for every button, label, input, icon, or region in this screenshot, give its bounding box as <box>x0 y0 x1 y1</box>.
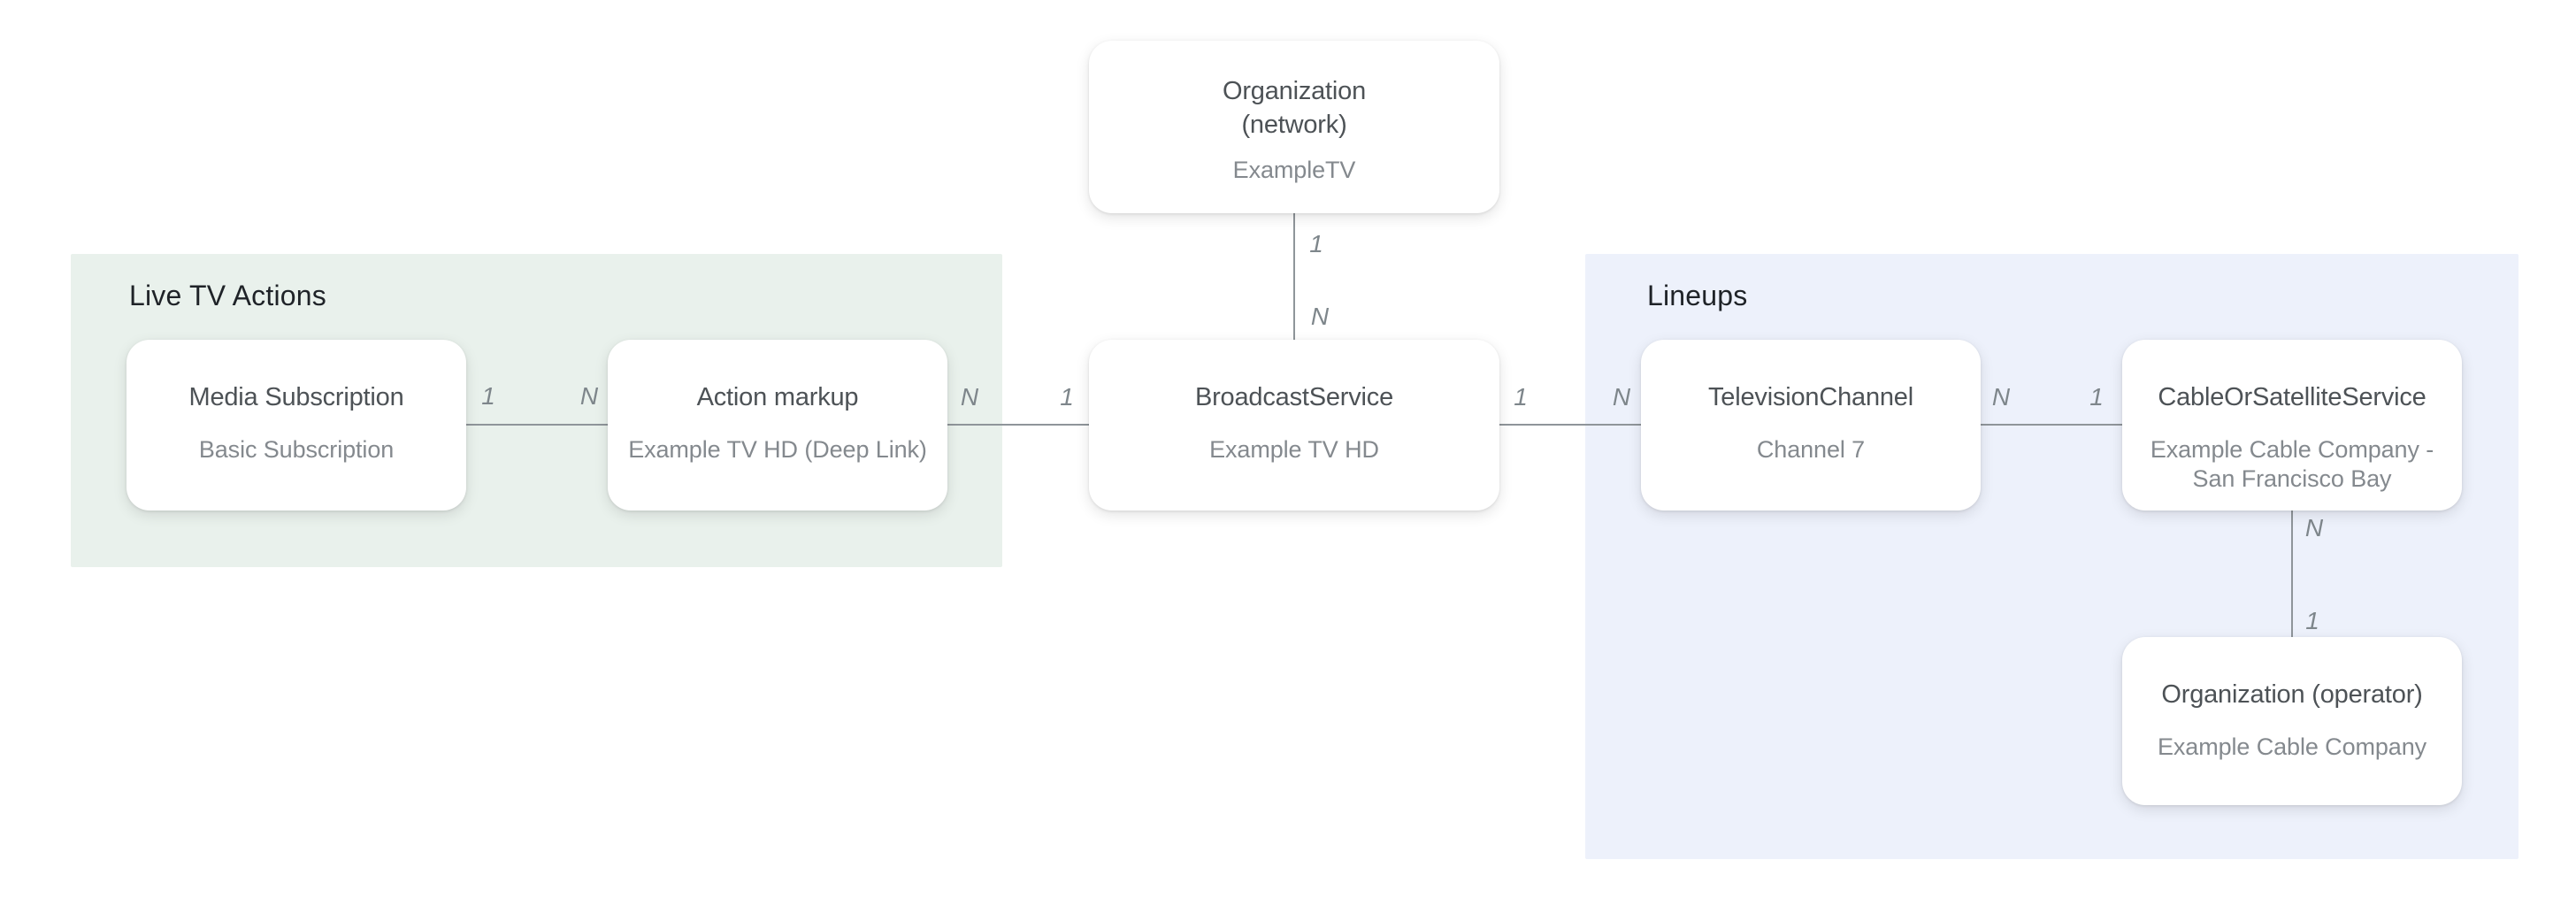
node-television-channel: TelevisionChannel Channel 7 <box>1641 340 1981 511</box>
cardinality-media-to-action-far: N <box>579 382 599 410</box>
cardinality-cable-to-operator-bottom: 1 <box>2305 607 2319 634</box>
node-title: BroadcastService <box>1194 383 1394 411</box>
edge-cable-to-operator <box>2291 511 2293 637</box>
node-subtitle: Example TV HD <box>1209 436 1379 463</box>
node-subtitle: Basic Subscription <box>198 436 395 463</box>
node-title: Media Subscription <box>188 383 404 411</box>
edge-action-to-broadcast <box>947 424 1089 426</box>
node-organization-operator: Organization (operator) Example Cable Co… <box>2122 637 2462 805</box>
cardinality-network-to-broadcast-top: 1 <box>1309 230 1323 257</box>
cardinality-tv-to-cable-far: 1 <box>2089 383 2104 411</box>
node-organization-network: Organization (network) ExampleTV <box>1089 41 1499 213</box>
node-title: Organization (network) <box>1222 77 1367 139</box>
node-subtitle: Example TV HD (Deep Link) <box>628 436 927 463</box>
node-title: TelevisionChannel <box>1708 383 1913 411</box>
edge-network-to-broadcast <box>1293 213 1295 340</box>
cardinality-media-to-action-near: 1 <box>481 382 495 410</box>
cardinality-network-to-broadcast-bottom: N <box>1310 303 1330 330</box>
cardinality-cable-to-operator-top: N <box>2304 514 2324 541</box>
node-action-markup: Action markup Example TV HD (Deep Link) <box>608 340 947 511</box>
node-subtitle: Example Cable Company - San Francisco Ba… <box>2150 436 2434 492</box>
edge-media-to-action <box>466 424 608 426</box>
node-subtitle: Example Cable Company <box>2157 733 2427 760</box>
node-broadcast-service: BroadcastService Example TV HD <box>1089 340 1499 511</box>
edge-broadcast-to-television <box>1499 424 1641 426</box>
cardinality-broadcast-to-tv-far: N <box>1612 383 1631 411</box>
edge-television-to-cable <box>1981 424 2122 426</box>
region-title-lineups: Lineups <box>1647 280 1748 311</box>
node-title: CableOrSatelliteService <box>2158 383 2426 411</box>
node-title: Action markup <box>696 383 859 411</box>
node-media-subscription: Media Subscription Basic Subscription <box>126 340 466 511</box>
region-title-live-tv-actions: Live TV Actions <box>129 280 326 311</box>
node-subtitle: ExampleTV <box>1232 157 1356 183</box>
cardinality-action-to-broadcast-near: N <box>960 383 979 411</box>
cardinality-broadcast-to-tv-near: 1 <box>1514 383 1528 411</box>
node-cable-or-satellite-service: CableOrSatelliteService Example Cable Co… <box>2122 340 2462 511</box>
node-subtitle: Channel 7 <box>1756 436 1866 463</box>
node-title: Organization (operator) <box>2161 680 2423 709</box>
cardinality-action-to-broadcast-far: 1 <box>1060 383 1074 411</box>
cardinality-tv-to-cable-near: N <box>1991 383 2011 411</box>
